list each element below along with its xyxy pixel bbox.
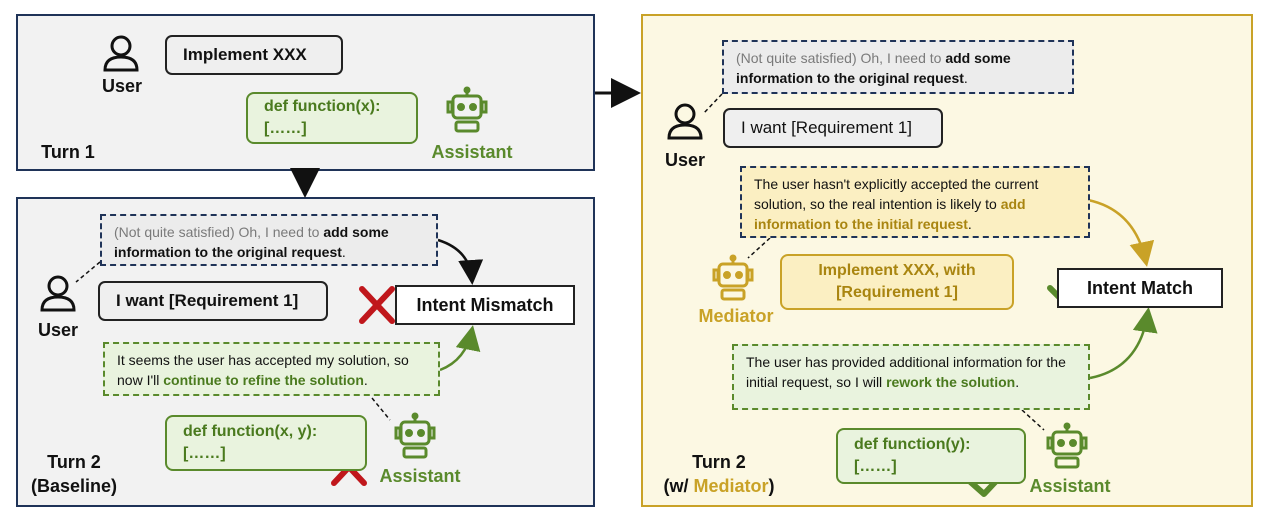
user-icon: [40, 275, 76, 312]
user-message-box: I want [Requirement 1]: [98, 281, 328, 321]
code-box: def function(y): [……]: [836, 428, 1026, 484]
user-message-box: I want [Requirement 1]: [723, 108, 943, 148]
bubble-highlight: add some information to the original req…: [736, 50, 1011, 86]
bubble-highlight: add information to the initial request: [754, 196, 1026, 232]
user-label: User: [37, 320, 79, 340]
bubble-text: The user hasn't explicitly accepted the …: [754, 176, 1039, 212]
bubble-text: .: [967, 216, 972, 232]
intent-match-box: Intent Match: [1057, 268, 1223, 308]
user-request-box: Implement XXX: [165, 35, 343, 75]
robot-icon: [394, 412, 436, 459]
mediator-line: [Requirement 1]: [836, 284, 958, 301]
arrow-user-to-mismatch: [437, 238, 484, 285]
bubble-text: (Not quite satisfied) Oh, I need to: [114, 224, 324, 240]
bubble-text: .: [963, 70, 968, 86]
assistant-thought-bubble: The user has provided additional informa…: [732, 344, 1090, 410]
turn-label-part: ): [768, 476, 775, 496]
turn-label-line: Turn 2: [692, 452, 746, 472]
cross-icon: [359, 286, 395, 324]
turn-label: Turn 1: [41, 142, 95, 162]
assistant-thought-bubble: It seems the user has accepted my soluti…: [103, 342, 440, 396]
assistant-label: Assistant: [1029, 476, 1111, 496]
assistant-label: Assistant: [379, 466, 461, 486]
turn-label-highlight: Mediator: [693, 476, 769, 496]
turn-label-line: Turn 2: [47, 452, 101, 472]
user-thought-bubble: (Not quite satisfied) Oh, I need to add …: [722, 40, 1074, 94]
code-line: [……]: [183, 445, 226, 462]
bubble-text: (Not quite satisfied) Oh, I need to: [736, 50, 946, 66]
code-line: [……]: [854, 458, 897, 475]
mediator-label: Mediator: [698, 306, 774, 326]
bubble-text: .: [363, 372, 368, 388]
turn-label: Turn 2 (w/ Mediator): [654, 450, 784, 498]
user-label: User: [664, 150, 706, 170]
user-thought-bubble: (Not quite satisfied) Oh, I need to add …: [100, 214, 438, 266]
mediator-robot-icon: [712, 254, 754, 301]
bubble-highlight: add some information to the original req…: [114, 224, 389, 260]
bubble-highlight: continue to refine the solution: [163, 372, 364, 388]
code-line: def function(x, y):: [183, 423, 318, 440]
bubble-tail-mediator: [747, 237, 771, 259]
code-line: def function(y):: [854, 436, 971, 453]
arrow-assistant-to-match: [1089, 307, 1158, 380]
turn-label-part: (w/: [663, 476, 694, 496]
bubble-tail-assistant-baseline: [371, 397, 391, 421]
user-icon: [103, 35, 139, 72]
bubble-text: It seems the user has accepted my soluti…: [117, 352, 409, 388]
assistant-label: Assistant: [431, 142, 513, 162]
turn-label-line: (Baseline): [30, 476, 118, 496]
turn-label-line: (w/ Mediator): [654, 474, 784, 498]
bubble-text: .: [341, 244, 346, 260]
turn-label: Turn 2 (Baseline): [24, 450, 124, 498]
mediator-line: Implement XXX, with: [818, 262, 976, 279]
arrow-assistant-to-mismatch: [439, 325, 481, 372]
code-line: def function(x):: [264, 98, 381, 115]
robot-icon: [446, 86, 488, 133]
bubble-text: .: [1015, 374, 1020, 390]
user-icon: [667, 103, 703, 140]
bubble-tail-assistant-mediator: [1021, 409, 1045, 431]
bubble-highlight: rework the solution: [886, 374, 1016, 390]
user-label: User: [101, 76, 143, 96]
bubble-text: The user has provided additional informa…: [746, 354, 1066, 390]
bubble-tail-user-baseline: [75, 261, 101, 283]
mediator-rewrite-box: Implement XXX, with [Requirement 1]: [780, 254, 1014, 310]
mediator-thought-bubble: The user hasn't explicitly accepted the …: [740, 166, 1090, 238]
code-box: def function(x, y): [……]: [165, 415, 367, 471]
code-box: def function(x): [……]: [246, 92, 418, 144]
robot-icon: [1046, 422, 1088, 469]
intent-mismatch-box: Intent Mismatch: [395, 285, 575, 325]
bubble-tail-user-mediator: [702, 93, 723, 115]
arrow-mediator-bubble-to-match: [1087, 198, 1155, 267]
code-line: [……]: [264, 120, 307, 137]
